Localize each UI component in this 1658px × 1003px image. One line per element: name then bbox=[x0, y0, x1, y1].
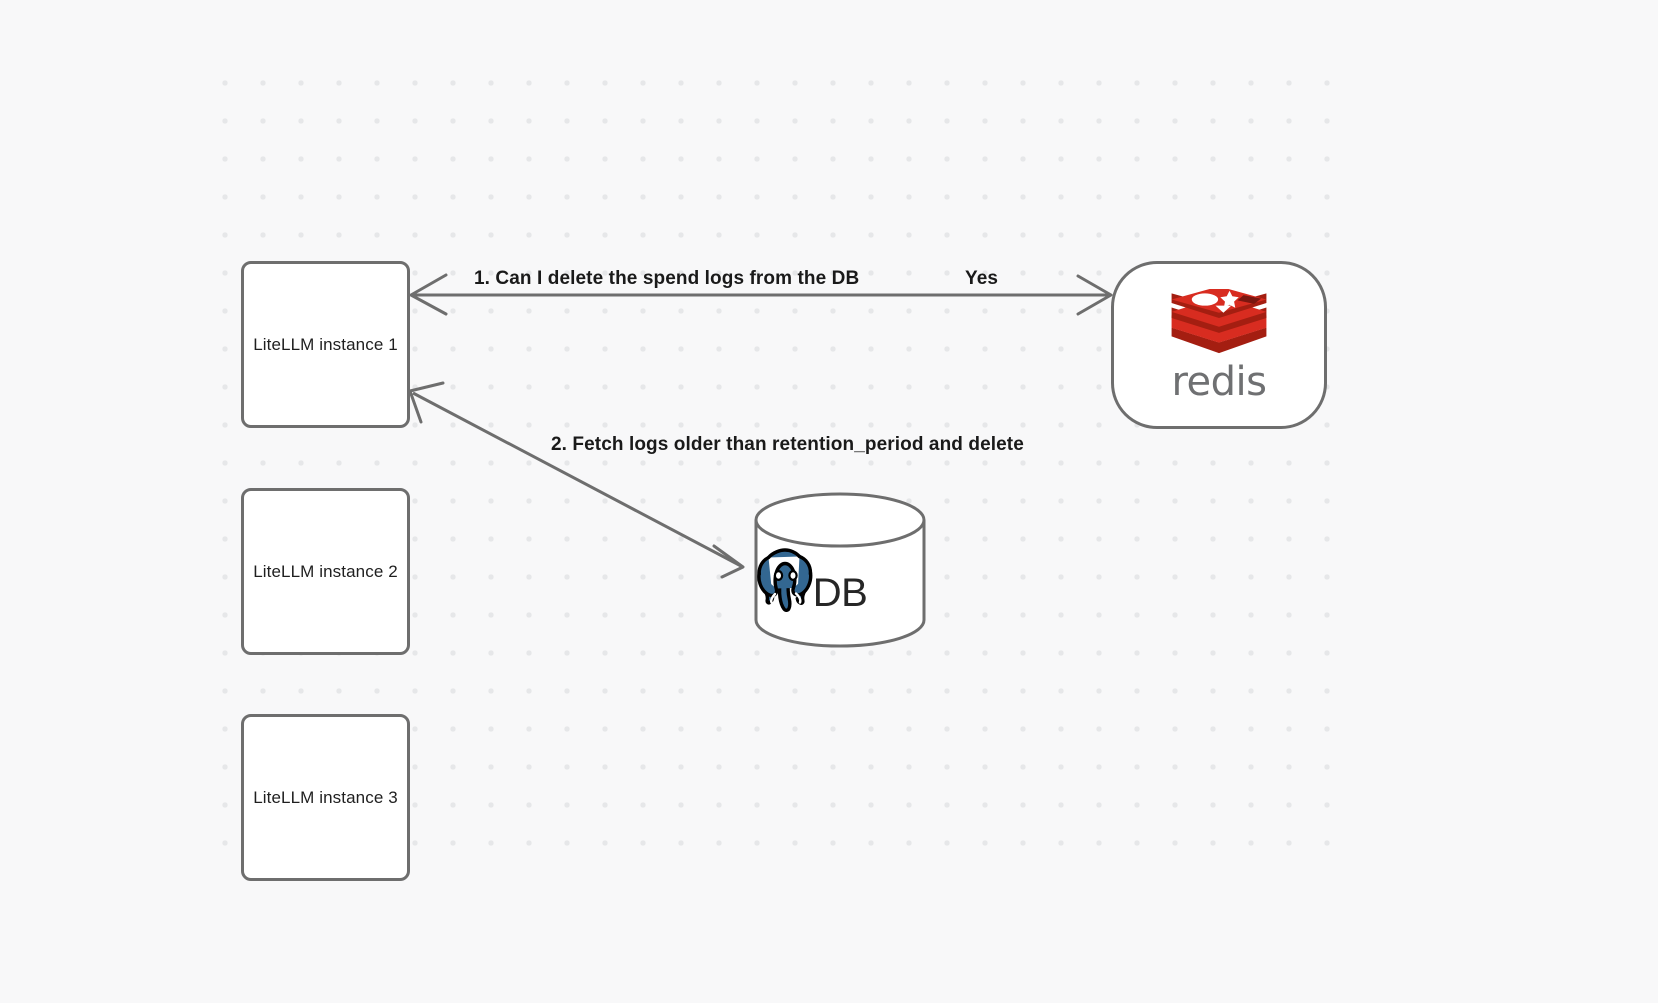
redis-wordmark: redis bbox=[1171, 358, 1267, 405]
arrowhead-upleft bbox=[408, 381, 445, 424]
node-label: LiteLLM instance 1 bbox=[253, 334, 398, 354]
node-litellm-instance-2[interactable]: LiteLLM instance 2 bbox=[241, 488, 410, 655]
node-redis[interactable]: redis bbox=[1111, 261, 1327, 429]
node-litellm-instance-1[interactable]: LiteLLM instance 1 bbox=[241, 261, 410, 428]
db-label: DB bbox=[812, 571, 868, 615]
redis-logo-icon bbox=[1171, 288, 1267, 353]
node-litellm-instance-3[interactable]: LiteLLM instance 3 bbox=[241, 714, 410, 881]
node-label: LiteLLM instance 3 bbox=[253, 787, 398, 807]
postgresql-elephant-icon bbox=[757, 548, 813, 612]
edge-label-step-1: 1. Can I delete the spend logs from the … bbox=[474, 268, 860, 289]
arrowhead-left bbox=[409, 273, 448, 316]
arrowhead-right bbox=[1076, 274, 1113, 316]
edge-litellm1-db bbox=[408, 381, 745, 579]
node-label: LiteLLM instance 2 bbox=[253, 561, 398, 581]
edge-label-redis-reply: Yes bbox=[965, 268, 999, 289]
edge-label-step-2: 2. Fetch logs older than retention_perio… bbox=[551, 434, 1024, 455]
cylinder-shape bbox=[754, 492, 926, 648]
node-database[interactable]: DB bbox=[753, 491, 927, 649]
arrowhead-downright bbox=[712, 544, 745, 579]
